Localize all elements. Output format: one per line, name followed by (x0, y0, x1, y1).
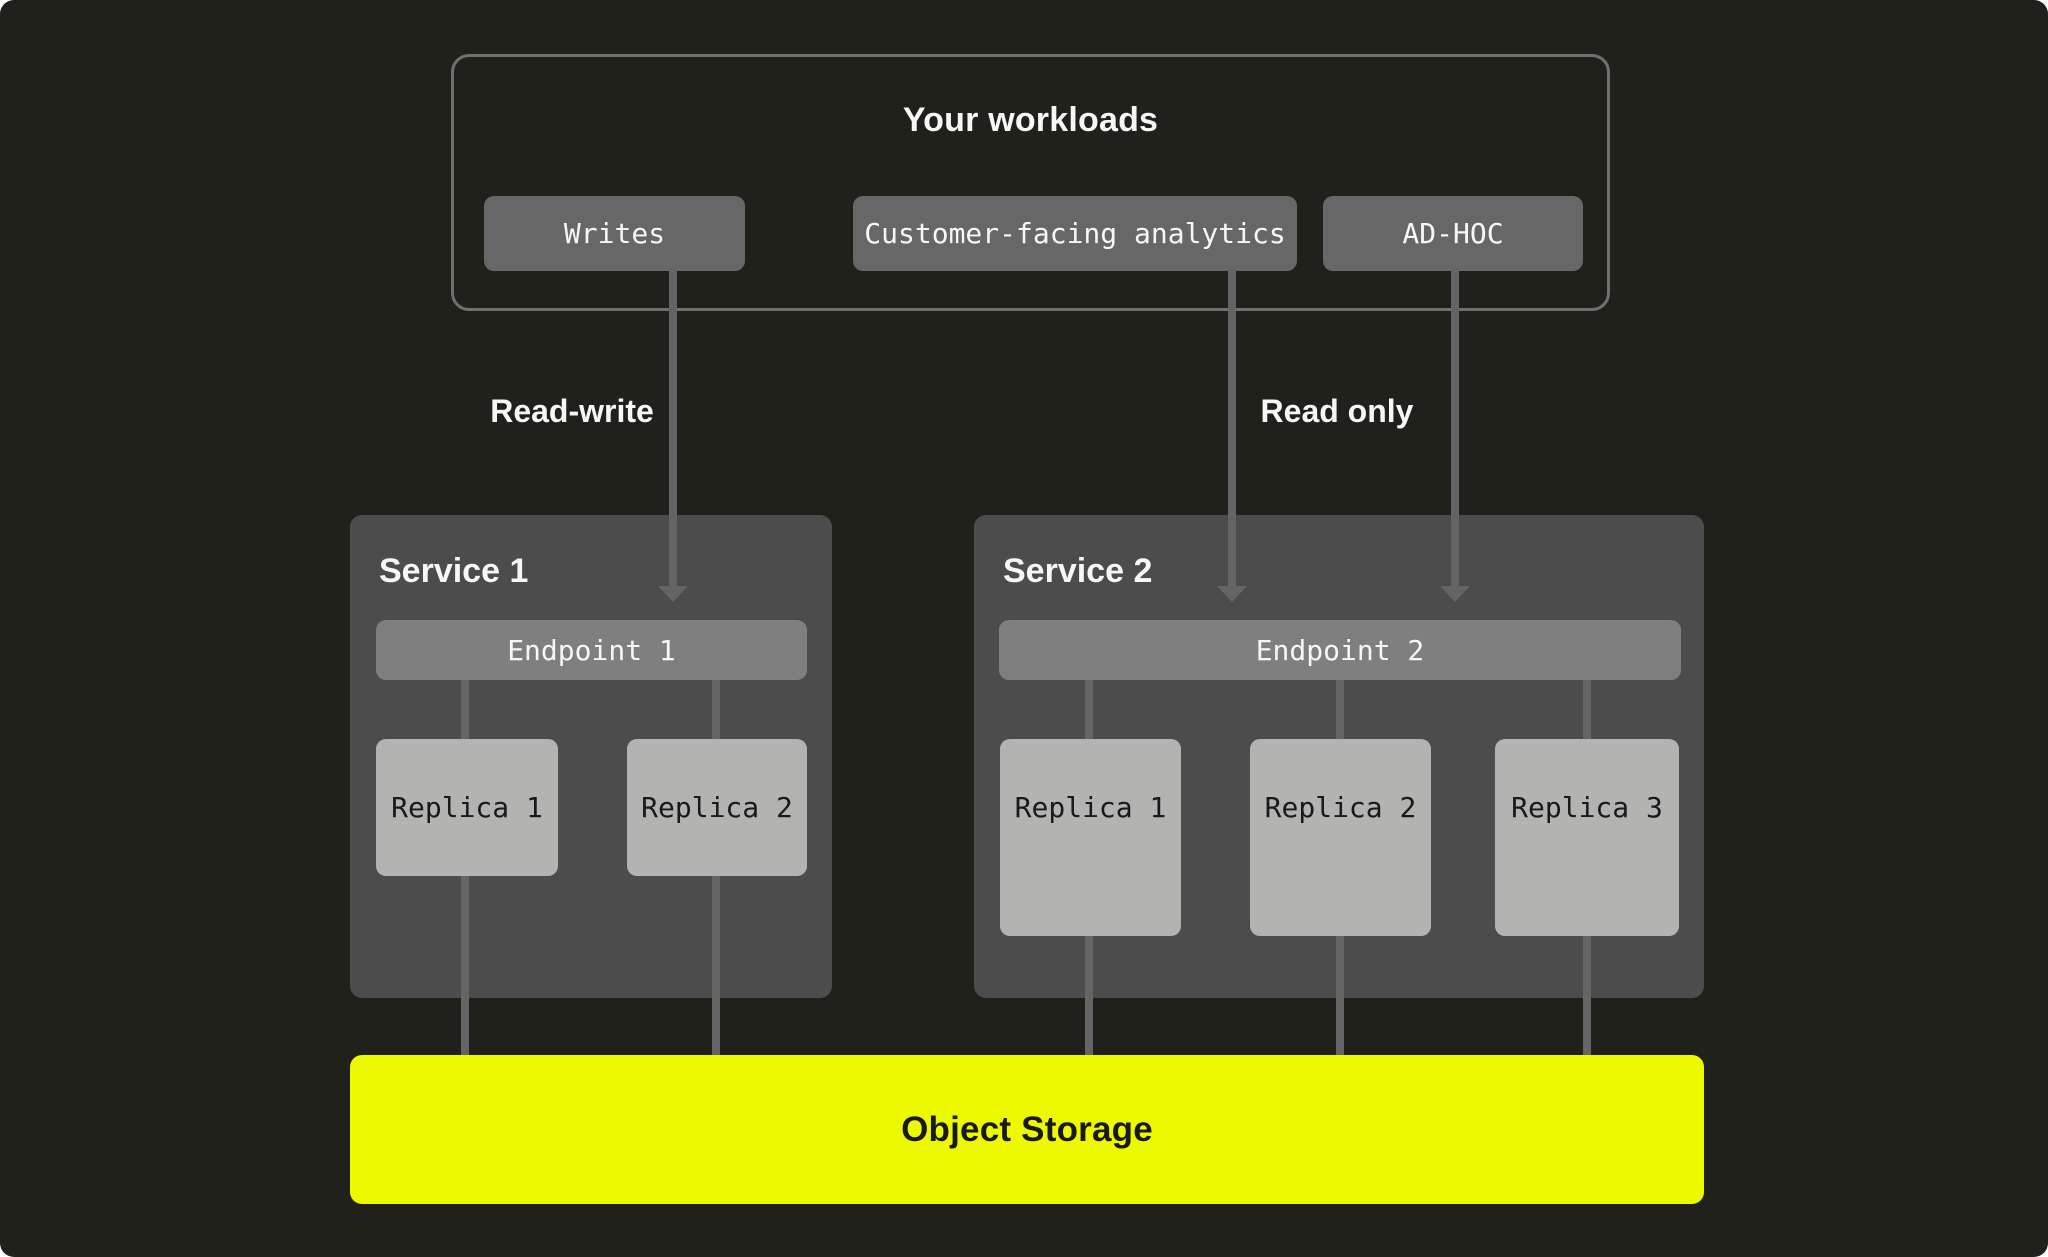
object-storage-bar: Object Storage (350, 1055, 1704, 1204)
workload-chip-writes: Writes (484, 196, 745, 271)
service-2-replica-2: Replica 2 (1250, 739, 1431, 936)
writes-arrowhead-icon (658, 586, 688, 602)
workload-chip-ad-hoc: AD-HOC (1323, 196, 1583, 271)
adhoc-arrow-line (1451, 268, 1459, 586)
service-1-title: Service 1 (379, 552, 529, 590)
service-2-replica-3: Replica 3 (1495, 739, 1679, 936)
workload-chip-customer-facing-analytics: Customer-facing analytics (853, 196, 1297, 271)
endpoint-1-bar: Endpoint 1 (376, 620, 807, 680)
service-2-title: Service 2 (1003, 552, 1153, 590)
analytics-arrow-line (1228, 268, 1236, 586)
read-only-label: Read only (1260, 393, 1414, 429)
workloads-title: Your workloads (902, 101, 1159, 139)
service-1-panel: Service 1 Endpoint 1 Replica 1 Replica 2 (350, 515, 832, 998)
service-1-replica-2: Replica 2 (627, 739, 807, 876)
read-write-label: Read-write (490, 393, 654, 429)
writes-arrow-line (669, 268, 677, 586)
analytics-arrowhead-icon (1217, 586, 1247, 602)
object-storage-label: Object Storage (901, 1109, 1153, 1149)
service-2-panel: Service 2 Endpoint 2 Replica 1 Replica 2… (974, 515, 1704, 998)
workloads-box: Your workloads Writes Customer-facing an… (451, 54, 1610, 311)
service-2-replica-1: Replica 1 (1000, 739, 1181, 936)
service-1-replica-1: Replica 1 (376, 739, 558, 876)
endpoint-2-bar: Endpoint 2 (999, 620, 1681, 680)
adhoc-arrowhead-icon (1440, 586, 1470, 602)
